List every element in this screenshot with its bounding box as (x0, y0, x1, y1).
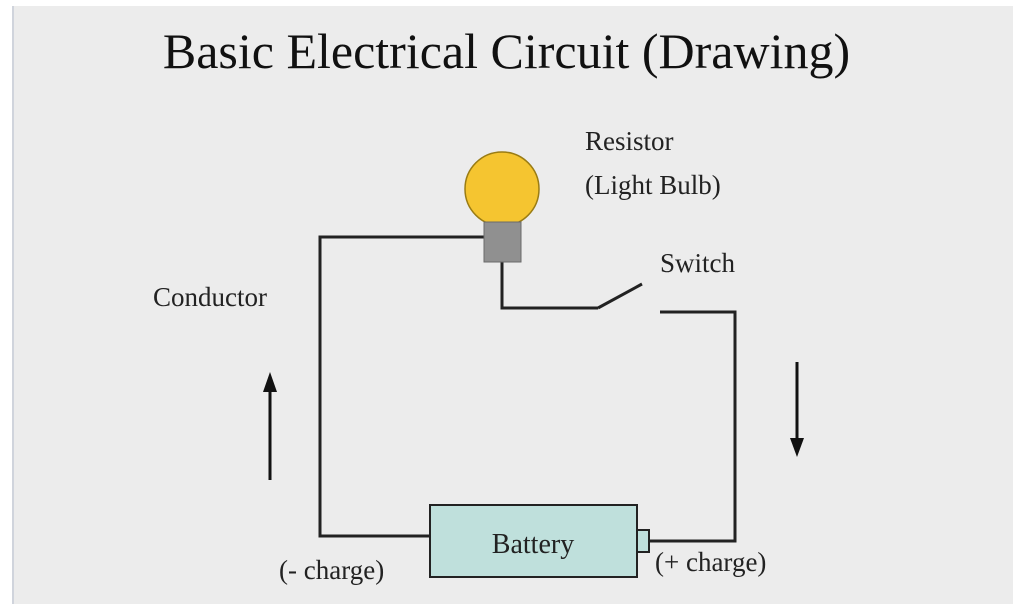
conductor-label: Conductor (153, 282, 267, 312)
switch-lever (597, 282, 643, 310)
arrow-down-icon (790, 362, 804, 457)
battery-label: Battery (492, 529, 574, 560)
battery-body (429, 504, 638, 578)
negative-charge-label: (- charge) (279, 555, 384, 585)
bulb-base (483, 221, 522, 263)
conductor-wires (318, 235, 737, 543)
right-wire (650, 310, 737, 543)
light-bulb-label: (Light Bulb) (585, 170, 721, 200)
positive-charge-label: (+ charge) (655, 547, 766, 577)
battery-terminal (636, 529, 650, 553)
switch-label: Switch (660, 248, 736, 278)
battery-icon (429, 504, 650, 578)
left-wire (318, 235, 484, 538)
bulb-to-switch-wire (500, 262, 598, 310)
light-bulb-icon (464, 151, 540, 263)
arrow-up-icon (263, 372, 277, 480)
bulb-glass (464, 151, 540, 227)
resistor-label: Resistor (585, 126, 674, 156)
page-title: Basic Electrical Circuit (Drawing) (162, 23, 851, 79)
